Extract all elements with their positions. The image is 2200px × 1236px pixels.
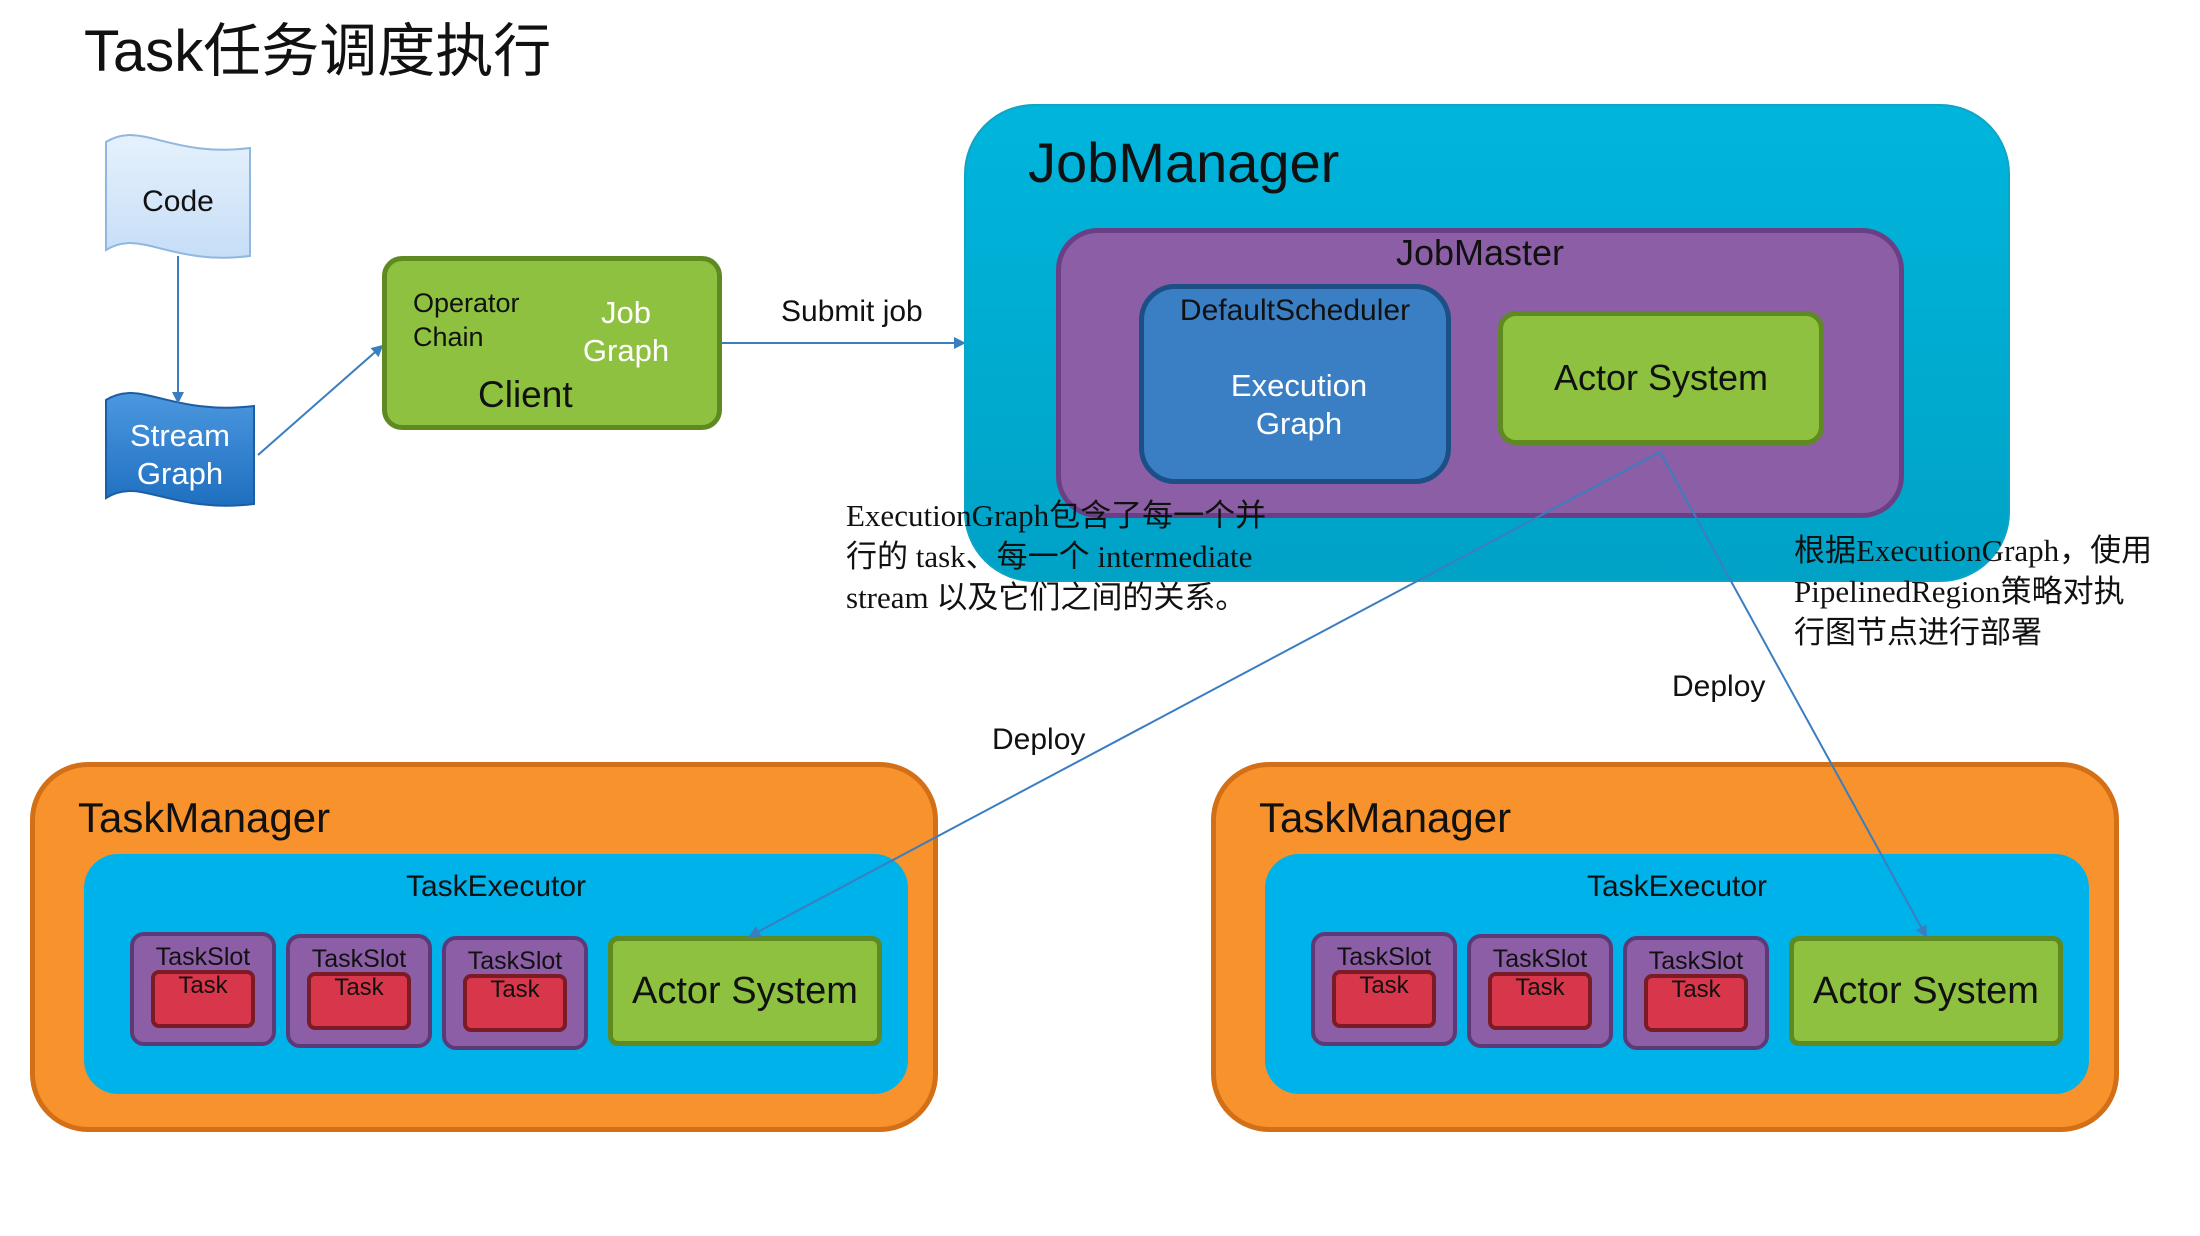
code-flag-shape xyxy=(105,134,251,259)
task-slot-label: TaskSlot xyxy=(155,943,251,971)
execution-graph-label: Execution Graph xyxy=(1230,368,1368,441)
task-box xyxy=(463,974,567,1032)
default-scheduler-label: DefaultScheduler xyxy=(1179,294,1411,327)
client-label: Client xyxy=(478,374,573,415)
task-box xyxy=(307,972,411,1030)
task-manager-label: TaskManager xyxy=(1259,794,1512,841)
operator-chain-label: Operator Chain xyxy=(413,288,520,352)
stream-graph-flag-shape xyxy=(105,392,255,507)
task-label: Task xyxy=(1515,974,1565,1001)
task-label: Task xyxy=(334,974,384,1001)
stream-graph-label: Stream Graph xyxy=(130,418,230,491)
task-slot-label: TaskSlot xyxy=(1648,947,1744,975)
task-slot-label: TaskSlot xyxy=(1492,945,1588,973)
default-scheduler-box xyxy=(1139,284,1451,484)
execution-graph-note-line: stream 以及它们之间的关系。 xyxy=(846,580,1247,615)
task-box xyxy=(151,970,255,1028)
submit-job-label: Submit job xyxy=(781,295,923,328)
task-label: Task xyxy=(1671,976,1721,1003)
stream-to-client-arrow xyxy=(257,344,384,456)
deploy-strategy-note: 根据ExecutionGraph，使用 PipelinedRegion策略对执 … xyxy=(1794,530,2194,653)
task-slot-label: TaskSlot xyxy=(311,945,407,973)
job-manager-label: JobManager xyxy=(1028,131,1340,194)
task-executor-label: TaskExecutor xyxy=(405,870,587,903)
execution-graph-note-line: 行的 task、每一个 intermediate xyxy=(846,539,1253,574)
task-manager-actor-system: Actor System xyxy=(1789,936,2063,1046)
task-slot-label: TaskSlot xyxy=(467,947,563,975)
execution-graph-note: ExecutionGraph包含了每一个并 行的 task、每一个 interm… xyxy=(846,495,1346,618)
job-master-label: JobMaster xyxy=(1395,232,1565,273)
code-label: Code xyxy=(142,185,214,218)
task-label: Task xyxy=(490,976,540,1003)
task-executor-label: TaskExecutor xyxy=(1586,870,1768,903)
deploy-right-label: Deploy xyxy=(1672,670,1766,703)
task-box xyxy=(1644,974,1748,1032)
task-box xyxy=(1332,970,1436,1028)
deploy-strategy-note-line: PipelinedRegion策略对执 xyxy=(1794,574,2125,609)
job-manager-actor-system: Actor System xyxy=(1498,311,1824,445)
page-title: Task任务调度执行 xyxy=(84,19,552,84)
task-label: Task xyxy=(178,972,228,999)
deploy-left-label: Deploy xyxy=(992,723,1086,756)
task-manager-actor-system: Actor System xyxy=(608,936,882,1046)
task-label: Task xyxy=(1359,972,1409,999)
task-slot-label: TaskSlot xyxy=(1336,943,1432,971)
job-graph-label: Job Graph xyxy=(582,295,670,368)
deploy-strategy-note-line: 根据ExecutionGraph，使用 xyxy=(1794,533,2153,568)
execution-graph-note-line: ExecutionGraph包含了每一个并 xyxy=(846,498,1267,533)
client-box xyxy=(382,256,722,430)
task-manager-label: TaskManager xyxy=(78,794,331,841)
task-box xyxy=(1488,972,1592,1030)
deploy-strategy-note-line: 行图节点进行部署 xyxy=(1794,615,2042,650)
